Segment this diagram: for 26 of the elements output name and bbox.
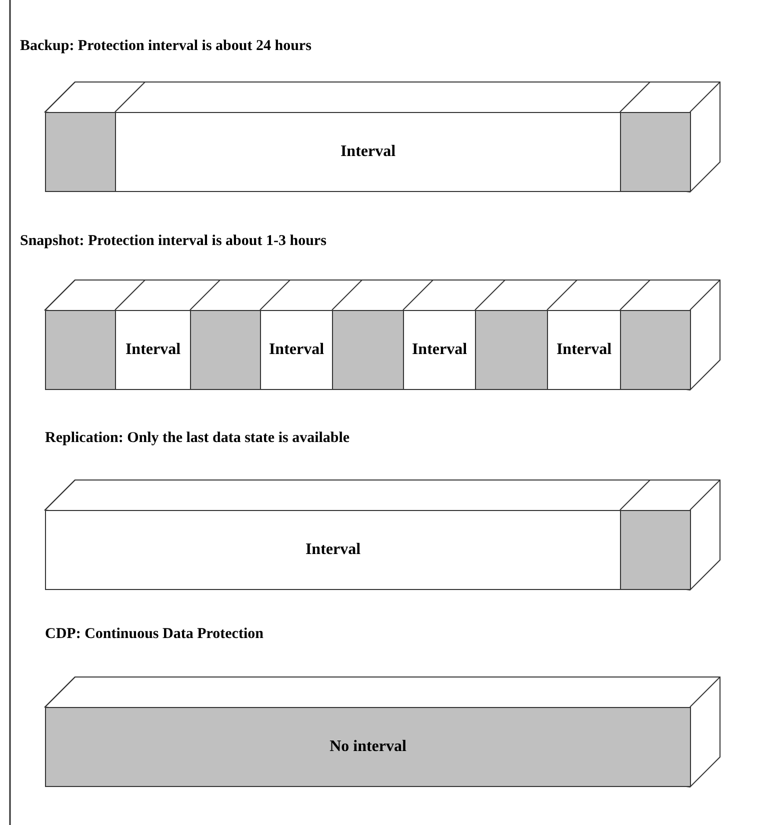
interval-segment <box>260 310 333 390</box>
segment-label: Interval <box>268 341 324 359</box>
interval-segment <box>547 310 621 390</box>
section-heading: Snapshot: Protection interval is about 1-3 hours <box>20 233 326 250</box>
segment-label: Interval <box>305 541 361 559</box>
interval-segment <box>115 112 621 192</box>
segment-label: Interval <box>412 341 468 359</box>
segment-label: Interval <box>340 143 396 161</box>
interval-segment <box>115 310 191 390</box>
snapshot-segment <box>190 310 261 390</box>
segment-label: Interval <box>125 341 181 359</box>
segment-label: No interval <box>330 738 406 756</box>
interval-segment <box>45 510 621 590</box>
section-heading: Replication: Only the last data state is available <box>45 430 350 447</box>
interval-segment <box>403 310 476 390</box>
snapshot-segment <box>620 310 691 390</box>
section-heading: CDP: Continuous Data Protection <box>45 626 264 643</box>
snapshot-segment <box>332 310 404 390</box>
snapshot-segment <box>620 112 691 192</box>
segment-label: Interval <box>556 341 612 359</box>
interval-segment <box>45 707 691 787</box>
snapshot-segment <box>45 112 116 192</box>
section-heading: Backup: Protection interval is about 24 hours <box>20 38 312 55</box>
snapshot-segment <box>45 310 116 390</box>
snapshot-segment <box>620 510 691 590</box>
snapshot-segment <box>475 310 548 390</box>
